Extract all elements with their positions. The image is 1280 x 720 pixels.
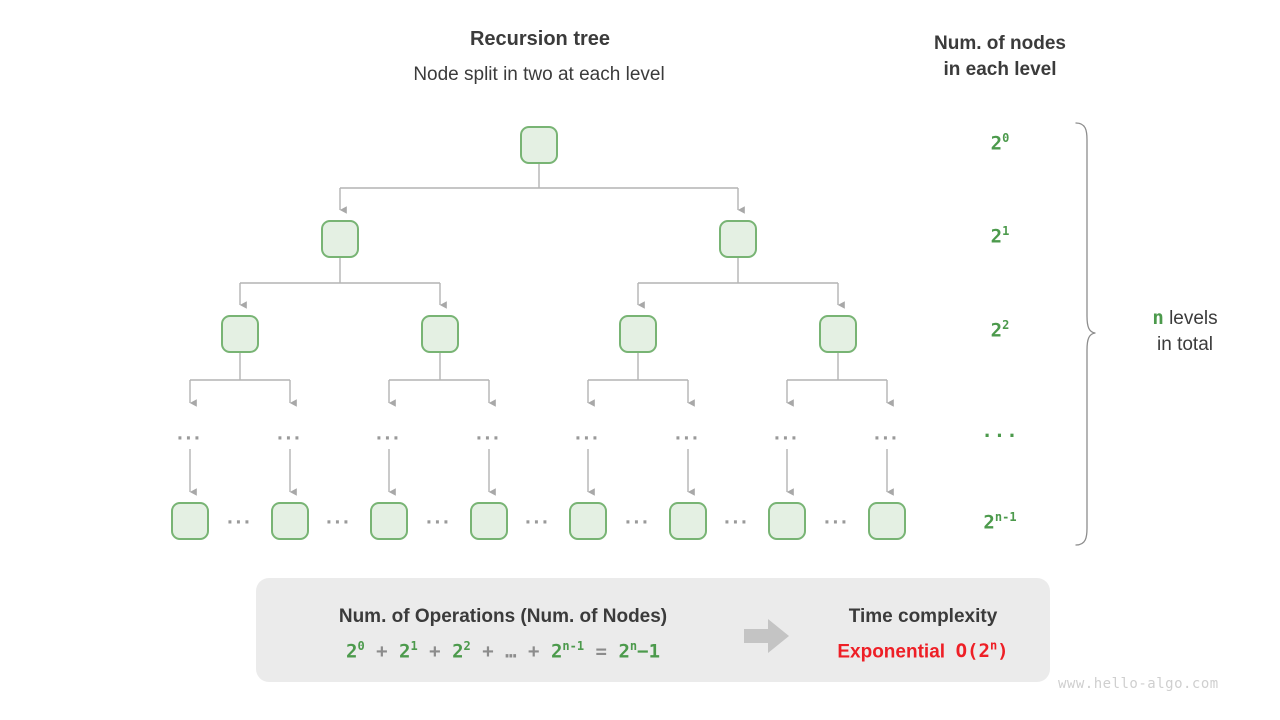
page-subtitle: Node split in two at each level <box>413 64 665 85</box>
tree-ellipsis: ··· <box>625 511 651 534</box>
tree-node <box>321 220 359 258</box>
formula-result-tail: −1 <box>637 640 661 663</box>
tree-ellipsis: ··· <box>277 427 303 450</box>
verdict-bigo: O(2n) <box>955 639 1009 663</box>
tree-node <box>171 502 209 540</box>
formula-ellipsis: … <box>505 640 517 663</box>
tree-ellipsis: ··· <box>774 427 800 450</box>
formula-term-1-exp: 1 <box>410 639 418 653</box>
formula-plus: + <box>429 640 441 663</box>
tree-ellipsis: ··· <box>426 511 452 534</box>
levels-total-line1: levels <box>1169 308 1218 329</box>
formula-term-2-exp: 2 <box>463 639 471 653</box>
level-count-ellipsis-text: ··· <box>981 425 1019 447</box>
formula-term-0-exp: 0 <box>357 639 365 653</box>
tree-node <box>868 502 906 540</box>
formula-term-0-base: 2 <box>345 640 358 663</box>
level-count-2-exp: 2 <box>1002 318 1010 332</box>
time-complexity-verdict: Exponential O(2n) <box>800 639 1046 663</box>
level-count-ellipsis: ··· <box>940 425 1060 447</box>
formula-result-exp: n <box>629 639 638 653</box>
formula-plus: + <box>528 640 540 663</box>
levels-total-line2: in total <box>1157 334 1213 355</box>
tree-node <box>470 502 508 540</box>
verdict-bigo-prefix: O(2 <box>955 640 990 663</box>
formula-plus: + <box>376 640 388 663</box>
operations-heading: Num. of Operations (Num. of Nodes) <box>338 606 668 627</box>
verdict-bigo-suffix: ) <box>997 640 1009 663</box>
formula-term-2-base: 2 <box>452 640 464 663</box>
tree-node <box>370 502 408 540</box>
level-count-1-exp: 1 <box>1002 224 1010 238</box>
tree-node <box>271 502 309 540</box>
level-count-last-exp: n-1 <box>994 510 1017 524</box>
tree-node <box>520 126 558 164</box>
tree-ellipsis: ··· <box>874 427 900 450</box>
levels-in-total-label: n levels in total <box>1100 305 1270 358</box>
operations-formula: 20 + 21 + 22 + … + 2n-1 = 2n−1 <box>276 639 730 662</box>
verdict-word: Exponential <box>837 641 946 663</box>
tree-ellipsis: ··· <box>724 511 750 534</box>
tree-node <box>819 315 857 353</box>
tree-ellipsis: ··· <box>675 427 701 450</box>
tree-ellipsis: ··· <box>476 427 502 450</box>
tree-ellipsis: ··· <box>227 511 253 534</box>
tree-ellipsis: ··· <box>177 427 203 450</box>
tree-node <box>569 502 607 540</box>
nodes-per-level-title-line1: Num. of nodes <box>934 33 1066 54</box>
page-title: Recursion tree <box>469 28 611 50</box>
formula-term-4-base: 2 <box>550 640 563 663</box>
formula-term-1-base: 2 <box>399 640 411 663</box>
level-count-last-base: 2 <box>983 511 995 534</box>
tree-node <box>719 220 757 258</box>
watermark: www.hello-algo.com <box>1058 676 1219 692</box>
level-count-2: 22 <box>940 318 1060 341</box>
tree-ellipsis: ··· <box>525 511 551 534</box>
level-count-0-exp: 0 <box>1002 131 1010 145</box>
tree-ellipsis: ··· <box>824 511 850 534</box>
flow-arrow-icon <box>744 619 789 653</box>
level-count-2-base: 2 <box>990 319 1003 342</box>
tree-ellipsis: ··· <box>575 427 601 450</box>
tree-ellipsis: ··· <box>326 511 352 534</box>
tree-ellipsis: ··· <box>376 427 402 450</box>
formula-term-4-exp: n-1 <box>562 639 585 653</box>
tree-node <box>669 502 707 540</box>
formula-result-base: 2 <box>618 640 630 663</box>
verdict-bigo-exp: n <box>989 639 998 653</box>
level-count-0-base: 2 <box>990 132 1003 155</box>
levels-total-variable: n <box>1152 307 1164 329</box>
time-complexity-heading: Time complexity <box>848 606 998 627</box>
nodes-per-level-title-line2: in each level <box>943 59 1057 80</box>
level-count-0: 20 <box>940 131 1060 154</box>
tree-node <box>619 315 657 353</box>
formula-plus: + <box>482 640 494 663</box>
tree-node <box>221 315 259 353</box>
tree-node <box>768 502 806 540</box>
level-count-1-base: 2 <box>990 225 1003 248</box>
levels-brace <box>1075 122 1096 546</box>
level-count-1: 21 <box>940 224 1060 247</box>
formula-equals: = <box>595 640 607 663</box>
summary-panel <box>256 578 1050 682</box>
level-count-last: 2n-1 <box>940 510 1060 533</box>
tree-node <box>421 315 459 353</box>
